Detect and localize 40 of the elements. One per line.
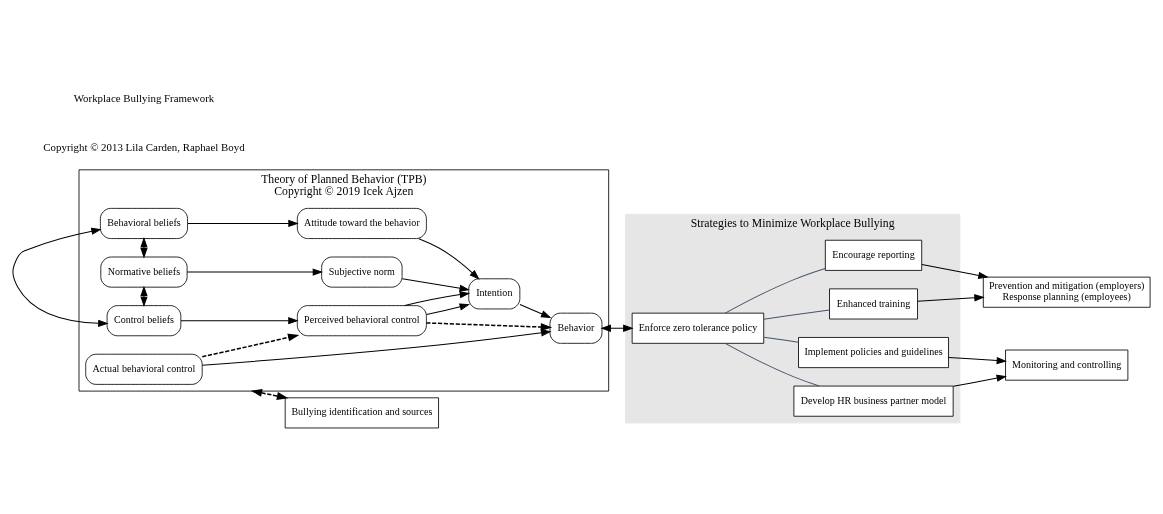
node-box: Intention bbox=[468, 278, 521, 310]
connector bbox=[724, 268, 826, 314]
node-box: Control beliefs bbox=[106, 305, 182, 337]
connector bbox=[763, 336, 799, 343]
label: Copyright © 2013 Lila Carden, Raphael Boyd bbox=[43, 140, 245, 153]
arrow bbox=[12, 227, 109, 327]
arrow bbox=[201, 333, 300, 358]
node-box: Enhanced training bbox=[829, 288, 918, 320]
arrow bbox=[921, 263, 989, 279]
arrow bbox=[201, 329, 552, 366]
connector bbox=[763, 309, 830, 320]
arrow bbox=[600, 324, 634, 332]
node-box: Normative beliefs bbox=[100, 256, 188, 288]
node-box: Attitude toward the behavior bbox=[296, 207, 427, 239]
arrow bbox=[519, 304, 552, 319]
arrow bbox=[180, 317, 299, 325]
node-box: Behavioral beliefs bbox=[99, 207, 188, 239]
node-box: Perceived behavioral control bbox=[296, 305, 427, 337]
node-box: Encourage reporting bbox=[824, 239, 923, 271]
arrow bbox=[418, 238, 480, 280]
arrow bbox=[425, 322, 553, 331]
node-box: Enforce zero tolerance policy bbox=[631, 312, 765, 344]
node-box: Monitoring and controlling bbox=[1005, 349, 1129, 381]
arrow bbox=[917, 294, 985, 302]
arrow bbox=[426, 303, 470, 315]
node-box: Behavior bbox=[549, 312, 603, 344]
label: Workplace Bullying Framework bbox=[73, 92, 215, 105]
arrow bbox=[404, 291, 471, 307]
arrow bbox=[187, 219, 299, 228]
node-box: Bullying identification and sources bbox=[284, 397, 439, 429]
arrow bbox=[186, 268, 324, 276]
node-box: Subjective norm bbox=[321, 256, 403, 288]
node-box: Develop HR business partner model bbox=[793, 385, 954, 417]
arrow bbox=[250, 388, 289, 400]
arrow bbox=[948, 356, 1008, 365]
node-box: Actual behavioral control bbox=[85, 353, 203, 385]
arrow bbox=[952, 374, 1007, 387]
node-box: Prevention and mitigation (employers) Response planning (employees) bbox=[982, 276, 1151, 308]
arrow bbox=[401, 278, 470, 292]
node-box: Implement policies and guidelines bbox=[798, 337, 949, 369]
